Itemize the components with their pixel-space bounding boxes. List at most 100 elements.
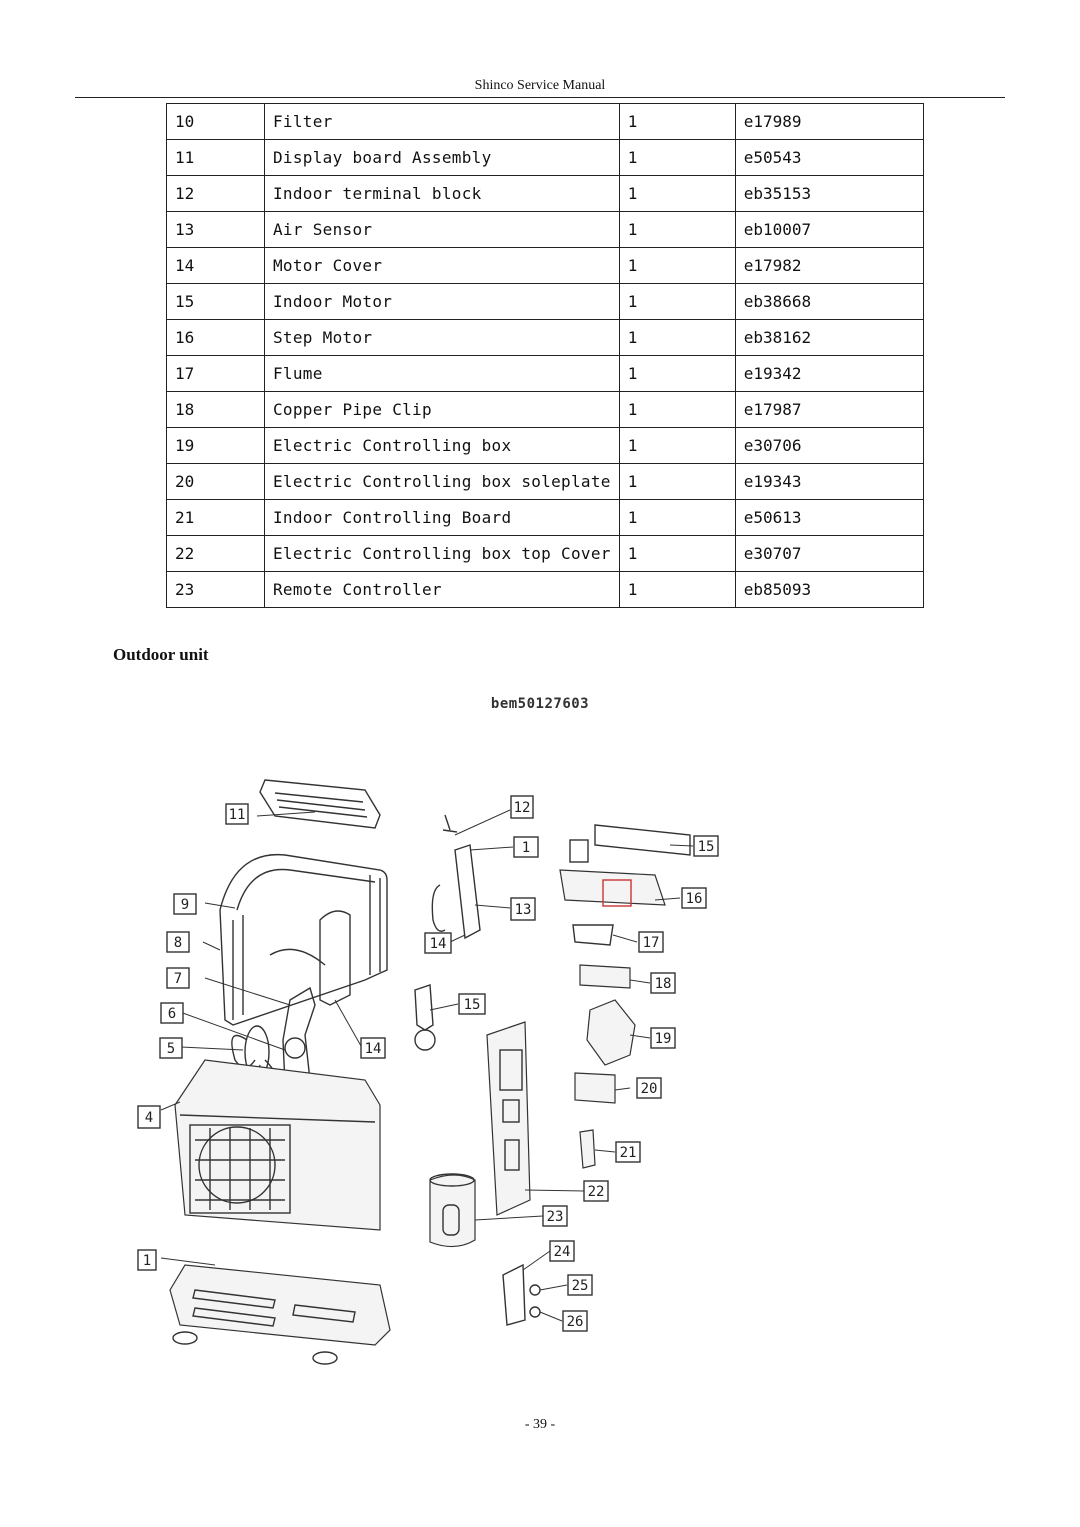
part-number: 20 bbox=[166, 463, 265, 500]
part-number: 12 bbox=[166, 175, 265, 212]
part-name: Motor Cover bbox=[264, 247, 620, 284]
svg-text:23: 23 bbox=[547, 1209, 564, 1225]
fan-motor-part bbox=[284, 1037, 306, 1059]
reactor-part bbox=[414, 984, 436, 1051]
svg-text:6: 6 bbox=[168, 1006, 176, 1022]
section-title-outdoor-unit: Outdoor unit bbox=[113, 645, 209, 664]
part-quantity: 1 bbox=[618, 463, 736, 500]
callout-label: 7 bbox=[166, 967, 190, 989]
svg-text:4: 4 bbox=[145, 1110, 153, 1126]
part-quantity: 1 bbox=[618, 571, 736, 608]
compressor-part bbox=[429, 1173, 476, 1248]
part-number: 10 bbox=[166, 103, 265, 140]
part-code: e17982 bbox=[734, 247, 924, 284]
part-code: e30706 bbox=[734, 427, 924, 464]
top-cover-part bbox=[259, 779, 381, 829]
callout-label: 11 bbox=[225, 803, 249, 825]
part-quantity: 1 bbox=[618, 283, 736, 320]
svg-text:19: 19 bbox=[655, 1031, 672, 1047]
part-code: e50613 bbox=[734, 499, 924, 536]
part-name: Electric Controlling box soleplate bbox=[264, 463, 620, 500]
model-code: bem50127603 bbox=[490, 696, 590, 712]
svg-text:14: 14 bbox=[430, 936, 447, 952]
part-code: eb85093 bbox=[734, 571, 924, 608]
svg-text:7: 7 bbox=[174, 971, 182, 987]
part-code: eb38668 bbox=[734, 283, 924, 320]
part-quantity: 1 bbox=[618, 175, 736, 212]
manual-title: Shinco Service Manual bbox=[474, 78, 606, 93]
part-number: 17 bbox=[166, 355, 265, 392]
callout-label: 13 bbox=[510, 897, 536, 921]
callout-label: 1 bbox=[513, 836, 539, 858]
callout-label: 5 bbox=[159, 1037, 183, 1059]
part-number: 21 bbox=[166, 499, 265, 536]
part-quantity: 1 bbox=[618, 535, 736, 572]
svg-text:14: 14 bbox=[365, 1041, 382, 1057]
header-rule bbox=[75, 97, 1005, 98]
part-quantity: 1 bbox=[618, 427, 736, 464]
part-number: 19 bbox=[166, 427, 265, 464]
part-quantity: 1 bbox=[618, 499, 736, 536]
part-quantity: 1 bbox=[618, 247, 736, 284]
svg-text:21: 21 bbox=[620, 1145, 637, 1161]
part-quantity: 1 bbox=[618, 103, 736, 140]
callout-label: 24 bbox=[549, 1240, 575, 1262]
svg-text:5: 5 bbox=[167, 1041, 175, 1057]
part-number: 13 bbox=[166, 211, 265, 248]
electrical-box-parts bbox=[559, 824, 691, 1169]
callout-label: 8 bbox=[166, 931, 190, 953]
callout-label: 15 bbox=[458, 993, 486, 1015]
part-code: e17989 bbox=[734, 103, 924, 140]
callout-label: 22 bbox=[583, 1180, 609, 1202]
callout-label: 6 bbox=[160, 1002, 184, 1024]
svg-text:22: 22 bbox=[588, 1184, 605, 1200]
svg-text:15: 15 bbox=[464, 997, 481, 1013]
callout-label: 9 bbox=[173, 893, 197, 915]
callout-label: 1 bbox=[137, 1249, 157, 1271]
part-number: 14 bbox=[166, 247, 265, 284]
svg-text:8: 8 bbox=[174, 935, 182, 951]
svg-text:1: 1 bbox=[522, 840, 530, 856]
svg-text:18: 18 bbox=[655, 976, 672, 992]
callout-label: 19 bbox=[650, 1027, 676, 1049]
callout-label: 12 bbox=[510, 795, 534, 819]
part-number: 18 bbox=[166, 391, 265, 428]
part-quantity: 1 bbox=[618, 319, 736, 356]
part-quantity: 1 bbox=[618, 139, 736, 176]
part-number: 16 bbox=[166, 319, 265, 356]
svg-text:26: 26 bbox=[567, 1314, 584, 1330]
part-number: 22 bbox=[166, 535, 265, 572]
part-code: e30707 bbox=[734, 535, 924, 572]
part-quantity: 1 bbox=[618, 391, 736, 428]
callout-label: 17 bbox=[638, 931, 664, 953]
part-quantity: 1 bbox=[618, 355, 736, 392]
svg-text:24: 24 bbox=[554, 1244, 571, 1260]
part-code: e50543 bbox=[734, 139, 924, 176]
part-number: 11 bbox=[166, 139, 265, 176]
part-name: Electric Controlling box bbox=[264, 427, 620, 464]
callout-label: 15 bbox=[693, 835, 719, 857]
callout-label: 26 bbox=[562, 1310, 588, 1332]
part-name: Indoor Controlling Board bbox=[264, 499, 620, 536]
svg-text:25: 25 bbox=[572, 1278, 589, 1294]
part-code: eb38162 bbox=[734, 319, 924, 356]
callout-label: 21 bbox=[615, 1141, 641, 1163]
part-name: Flume bbox=[264, 355, 620, 392]
svg-text:17: 17 bbox=[643, 935, 660, 951]
part-name: Electric Controlling box top Cover bbox=[264, 535, 620, 572]
front-panel-part bbox=[174, 1059, 381, 1231]
motor-bracket-part bbox=[282, 986, 316, 1086]
stop-valve-assembly-part bbox=[502, 1263, 541, 1326]
part-name: Copper Pipe Clip bbox=[264, 391, 620, 428]
